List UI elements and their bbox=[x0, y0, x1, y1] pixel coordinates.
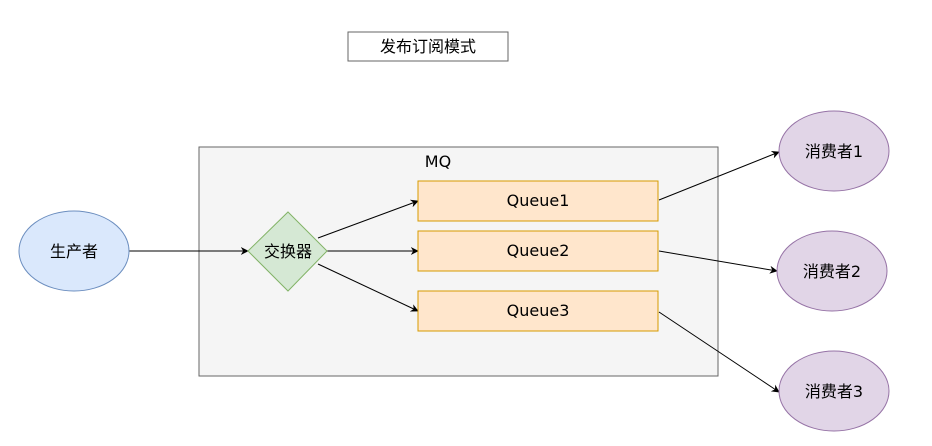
consumer-node-1: 消费者1 bbox=[778, 110, 890, 192]
edge-queue1-consumer1 bbox=[658, 150, 780, 201]
title-label: 发布订阅模式 bbox=[380, 37, 476, 56]
consumer-label: 消费者1 bbox=[805, 142, 863, 161]
queue-label: Queue1 bbox=[507, 191, 570, 210]
producer-node: 生产者 bbox=[18, 210, 130, 292]
exchange-label: 交换器 bbox=[264, 242, 312, 261]
edge-exchange-queue3 bbox=[317, 263, 419, 312]
edges bbox=[129, 150, 780, 393]
queue-label: Queue2 bbox=[507, 241, 570, 260]
edge-queue3-consumer3 bbox=[658, 311, 780, 393]
consumer-node-3: 消费者3 bbox=[778, 350, 890, 432]
consumer-label: 消费者3 bbox=[805, 382, 863, 401]
edge-queue2-consumer2 bbox=[658, 250, 778, 274]
queue-label: Queue3 bbox=[507, 301, 570, 320]
edge-exchange-queue1 bbox=[317, 199, 419, 239]
queue-node-1: Queue1 bbox=[417, 180, 659, 222]
producer-label: 生产者 bbox=[50, 242, 98, 261]
exchange-node: 交换器 bbox=[247, 211, 328, 292]
mq-label: MQ bbox=[425, 152, 451, 171]
title-box: 发布订阅模式 bbox=[347, 31, 509, 62]
consumer-node-2: 消费者2 bbox=[776, 230, 888, 312]
queue-node-2: Queue2 bbox=[417, 230, 659, 272]
queue-node-3: Queue3 bbox=[417, 290, 659, 332]
consumer-label: 消费者2 bbox=[803, 262, 861, 281]
